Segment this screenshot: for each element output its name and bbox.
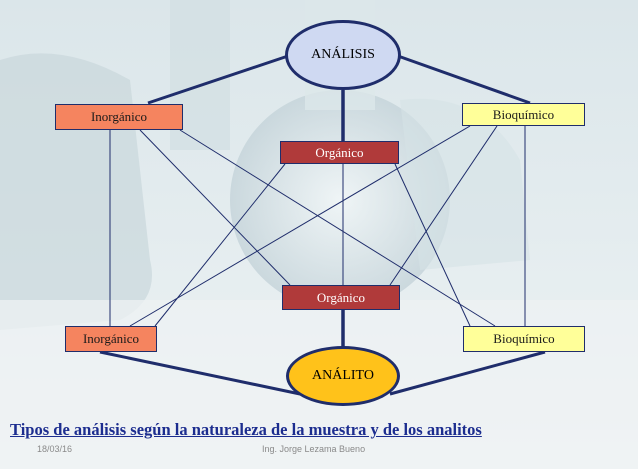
link-bioquimico-top-inorganico-bottom — [129, 125, 471, 327]
diagram-caption: Tipos de análisis según la naturaleza de… — [10, 420, 482, 439]
organico-bottom-node: Orgánico — [282, 285, 400, 310]
footer-date: 18/03/16 — [37, 444, 73, 454]
link-bioquimico-analito — [389, 350, 546, 396]
organico-top-node: Orgánico — [280, 141, 399, 164]
link-inorganico-top-organico-bottom — [139, 129, 291, 286]
link-analisis-bioquimico — [397, 54, 531, 105]
bioquimico-bottom-node: Bioquímico — [463, 326, 585, 352]
link-inorganico-top-bioquimico-bottom — [179, 129, 496, 327]
footer-author: Ing. Jorge Lezama Bueno — [262, 444, 366, 454]
link-organico-top-inorganico-bottom — [154, 163, 286, 327]
analito-node: ANÁLITO — [286, 346, 400, 406]
link-inorganico-analito — [99, 350, 301, 396]
inorganico-bottom-node: Inorgánico — [65, 326, 157, 352]
link-analisis-inorganico — [147, 54, 289, 105]
inorganico-top-node: Inorgánico — [55, 104, 183, 130]
bioquimico-top-node: Bioquímico — [462, 103, 585, 126]
analisis-node: ANÁLISIS — [285, 20, 401, 90]
link-bioquimico-top-organico-bottom — [389, 125, 498, 286]
link-organico-top-bioquimico-bottom — [394, 163, 471, 327]
